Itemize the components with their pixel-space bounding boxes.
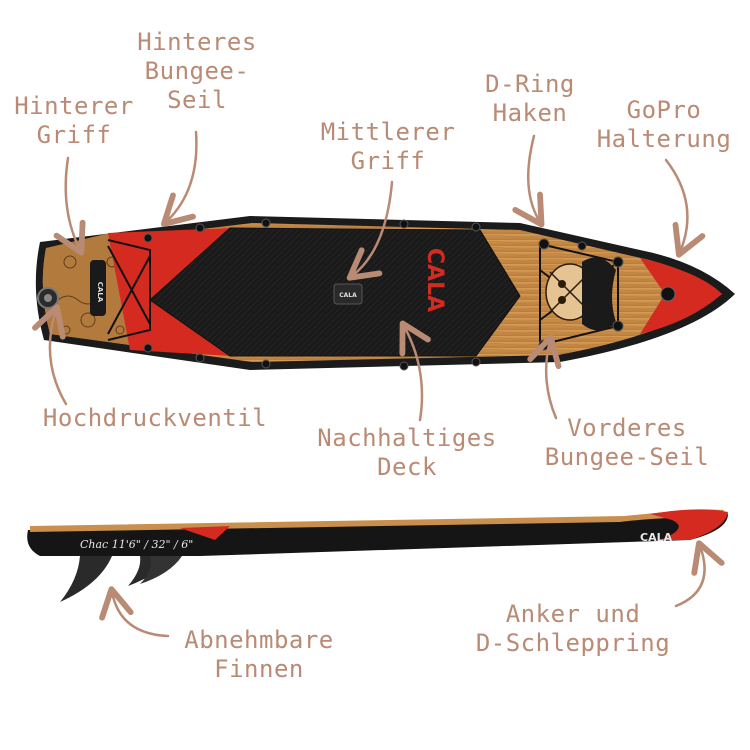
label-front-bungee: Vorderes Bungee-Seil bbox=[544, 414, 710, 471]
center-handle bbox=[333, 283, 363, 305]
red-panel-tail bbox=[108, 228, 230, 356]
red-nose bbox=[640, 258, 722, 334]
label-gopro: GoPro Halterung bbox=[596, 96, 732, 153]
board-top-view: CALA CALA CALA bbox=[35, 216, 736, 371]
deck-brand-logo: CALA bbox=[422, 248, 447, 312]
board-side-view: Chac 11'6" / 32" / 6" CALA bbox=[27, 509, 728, 602]
side-body bbox=[27, 513, 728, 556]
side-wood-stripe bbox=[30, 509, 724, 532]
arrow-icon bbox=[53, 156, 86, 256]
gopro-mount bbox=[660, 286, 676, 302]
center-handle-logo: CALA bbox=[339, 292, 357, 299]
arrow-icon bbox=[346, 180, 394, 281]
rear-bungee bbox=[107, 239, 151, 341]
label-rear-handle: Hinterer Griff bbox=[14, 92, 134, 149]
label-anchor: Anker und D-Schleppring bbox=[475, 600, 671, 657]
side-brand-logo: CALA bbox=[640, 531, 673, 544]
arrow-icon bbox=[160, 130, 198, 227]
arrow-icon bbox=[674, 540, 725, 608]
fin-side-2 bbox=[140, 556, 182, 584]
arrow-icon bbox=[399, 320, 431, 422]
arrow-icon bbox=[99, 586, 170, 638]
side-red-tail bbox=[180, 526, 230, 540]
arrow-icon bbox=[512, 134, 545, 228]
label-d-ring: D-Ring Haken bbox=[485, 70, 575, 127]
arrow-icon bbox=[527, 334, 562, 420]
label-fins: Abnehmbare Finnen bbox=[184, 626, 334, 683]
side-model-spec: Chac 11'6" / 32" / 6" bbox=[80, 538, 193, 551]
label-middle-handle: Mittlerer Griff bbox=[320, 118, 456, 175]
fin-center bbox=[60, 556, 112, 602]
label-valve: Hochdruckventil bbox=[42, 404, 268, 432]
arrow-icon bbox=[664, 158, 706, 258]
side-red-nose bbox=[650, 509, 728, 540]
arrow-icon bbox=[32, 304, 68, 406]
rear-handle bbox=[90, 260, 106, 316]
arrows bbox=[32, 130, 725, 638]
label-deck: Nachhaltiges Deck bbox=[317, 424, 497, 481]
rear-handle-logo: CALA bbox=[96, 282, 104, 303]
label-rear-bungee: Hinteres Bungee- Seil bbox=[137, 28, 257, 114]
skull-graphic bbox=[545, 257, 616, 331]
